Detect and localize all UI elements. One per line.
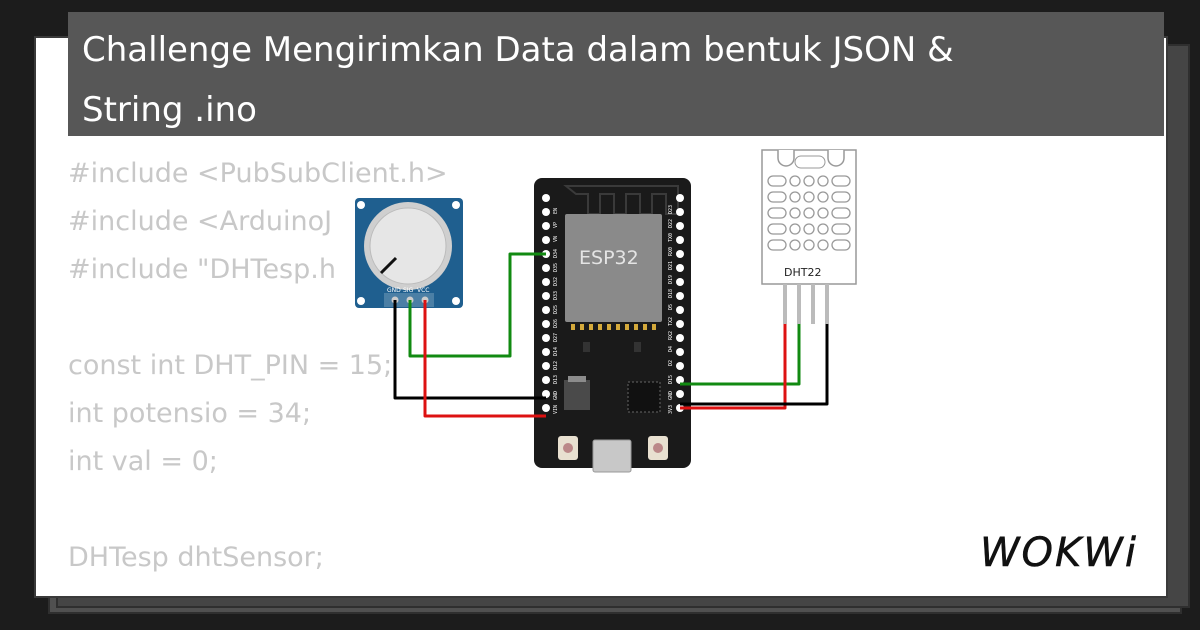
wokwi-logo: WOKWi: [978, 526, 1148, 580]
code-line: const int DHT_PIN = 15;: [68, 350, 393, 381]
wire-gnd-pot: [393, 300, 546, 400]
pin-label: D34: [553, 249, 559, 258]
code-line: int potensio = 34;: [68, 398, 312, 429]
page-title: Challenge Mengirimkan Data dalam bentuk …: [82, 20, 1152, 140]
wire-vcc-dht: [680, 324, 787, 410]
pin-label: EN: [553, 208, 559, 214]
wires: [393, 252, 829, 418]
pin-label: D14: [553, 347, 559, 356]
esp32-module: [565, 214, 662, 322]
pin-label: D15: [668, 375, 674, 384]
pin-label: D18: [668, 289, 674, 298]
pin-label: 3V3: [668, 405, 674, 414]
pin-label: D2: [668, 360, 674, 366]
wire-signal-pot: [408, 252, 546, 358]
page-title-line-1: Challenge Mengirimkan Data dalam bentuk …: [82, 30, 954, 70]
pin-label: D33: [553, 291, 559, 300]
code-line: DHTesp dhtSensor;: [68, 542, 324, 573]
wire-data-dht: [680, 324, 801, 386]
pin-label: D21: [668, 261, 674, 270]
code-preview: #include <PubSubClient.h> #include <Ardu…: [68, 150, 968, 582]
pin-label: D4: [668, 346, 674, 352]
wire-gnd-dht: [680, 324, 829, 406]
code-line: #include <ArduinoJ: [68, 206, 333, 237]
left-pin-holes: [542, 194, 550, 412]
pin-label: D22: [668, 219, 674, 228]
wire-vcc-pot: [423, 300, 546, 418]
dht22-label: DHT22: [784, 266, 821, 279]
pot-indicator: [379, 256, 398, 275]
pin-label: GND: [668, 391, 674, 400]
wokwi-logo-icon: WOKWi: [980, 530, 1138, 577]
pin-label: VP: [553, 222, 559, 228]
pin-label: GND: [553, 391, 559, 400]
pin-label: RX0: [668, 247, 674, 256]
pot-pin-sig: SIG: [403, 287, 414, 294]
pin-label: D13: [553, 375, 559, 384]
pot-pin-vcc: VCC: [417, 287, 429, 294]
pin-label: D25: [553, 305, 559, 314]
title-banner: Challenge Mengirimkan Data dalam bentuk …: [68, 12, 1164, 136]
esp32-board[interactable]: ESP32: [534, 178, 691, 473]
pin-label: VIN: [553, 405, 559, 414]
pin-label: D27: [553, 333, 559, 342]
usb-port: [592, 439, 632, 473]
pot-pin-gnd: GND: [387, 287, 401, 294]
pin-label: D35: [553, 263, 559, 272]
page-title-line-2: String .ino: [82, 90, 257, 130]
code-line: int val = 0;: [68, 446, 218, 477]
right-pin-holes: [676, 194, 684, 412]
code-line: #include <PubSubClient.h>: [68, 158, 448, 189]
pin-label: D5: [668, 304, 674, 310]
pin-label: D12: [553, 361, 559, 370]
wokwi-logo-text: WOKWi: [980, 530, 1138, 576]
dht22-sensor[interactable]: DHT22: [761, 149, 857, 324]
potentiometer[interactable]: GND SIG VCC: [355, 198, 463, 308]
pin-label: TX2: [668, 317, 674, 326]
pin-label: RX2: [668, 331, 674, 340]
code-line: #include "DHTesp.h: [68, 254, 336, 285]
pin-label: D26: [553, 319, 559, 328]
pin-label: D23: [668, 205, 674, 214]
pin-label: VN: [553, 236, 559, 242]
esp32-label: ESP32: [579, 247, 639, 269]
pin-label: TX0: [668, 233, 674, 242]
pin-label: D32: [553, 277, 559, 286]
pin-label: D19: [668, 275, 674, 284]
